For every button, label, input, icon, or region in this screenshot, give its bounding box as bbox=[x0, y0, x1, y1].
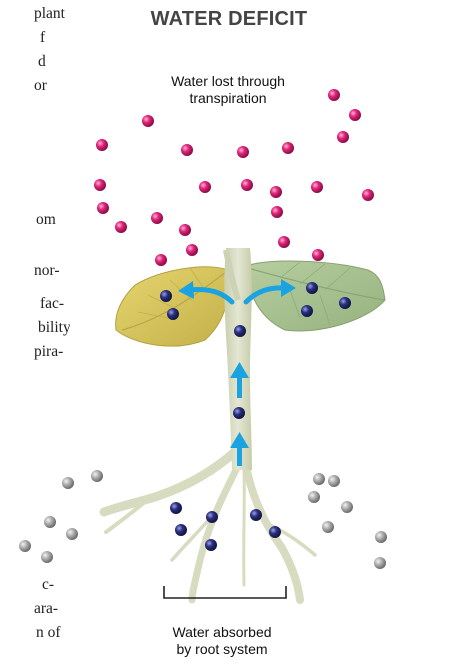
water-molecule bbox=[206, 511, 218, 523]
left-leaf bbox=[116, 267, 229, 346]
water-molecule bbox=[301, 305, 313, 317]
soil-particle bbox=[313, 473, 325, 485]
soil-particle bbox=[19, 540, 31, 552]
water-molecule bbox=[170, 502, 182, 514]
soil-particle bbox=[341, 501, 353, 513]
water-droplet bbox=[312, 249, 324, 261]
water-droplet-icon bbox=[94, 89, 374, 266]
water-molecule bbox=[250, 509, 262, 521]
water-droplet bbox=[155, 254, 167, 266]
root-system bbox=[104, 450, 315, 600]
water-droplet bbox=[362, 189, 374, 201]
water-molecule bbox=[167, 308, 179, 320]
water-molecule bbox=[233, 407, 245, 419]
soil-particle bbox=[328, 475, 340, 487]
water-molecule bbox=[160, 290, 172, 302]
water-droplet bbox=[199, 181, 211, 193]
water-droplet bbox=[241, 179, 253, 191]
water-droplet bbox=[151, 212, 163, 224]
soil-particle bbox=[322, 521, 334, 533]
water-droplet bbox=[186, 244, 198, 256]
soil-particle bbox=[44, 516, 56, 528]
water-droplet bbox=[94, 179, 106, 191]
water-droplet bbox=[271, 206, 283, 218]
root-bracket bbox=[164, 586, 286, 598]
water-molecule bbox=[205, 539, 217, 551]
water-droplet bbox=[142, 115, 154, 127]
water-molecule bbox=[175, 524, 187, 536]
water-molecule bbox=[269, 526, 281, 538]
water-droplet bbox=[270, 186, 282, 198]
soil-particle bbox=[62, 477, 74, 489]
water-droplet bbox=[237, 146, 249, 158]
water-droplet bbox=[278, 236, 290, 248]
water-molecule bbox=[306, 282, 318, 294]
soil-particle bbox=[374, 557, 386, 569]
water-droplet bbox=[179, 224, 191, 236]
water-droplet bbox=[181, 144, 193, 156]
water-droplet bbox=[337, 131, 349, 143]
soil-particle bbox=[308, 491, 320, 503]
water-droplet bbox=[282, 142, 294, 154]
soil-particle bbox=[91, 470, 103, 482]
water-molecule bbox=[339, 297, 351, 309]
soil-particle bbox=[375, 531, 387, 543]
water-droplet bbox=[115, 221, 127, 233]
water-droplet bbox=[311, 181, 323, 193]
soil-particle bbox=[41, 551, 53, 563]
water-molecule bbox=[234, 325, 246, 337]
soil-particle bbox=[66, 528, 78, 540]
water-droplet bbox=[96, 139, 108, 151]
water-droplet bbox=[349, 109, 361, 121]
water-droplet bbox=[97, 202, 109, 214]
water-droplet bbox=[328, 89, 340, 101]
